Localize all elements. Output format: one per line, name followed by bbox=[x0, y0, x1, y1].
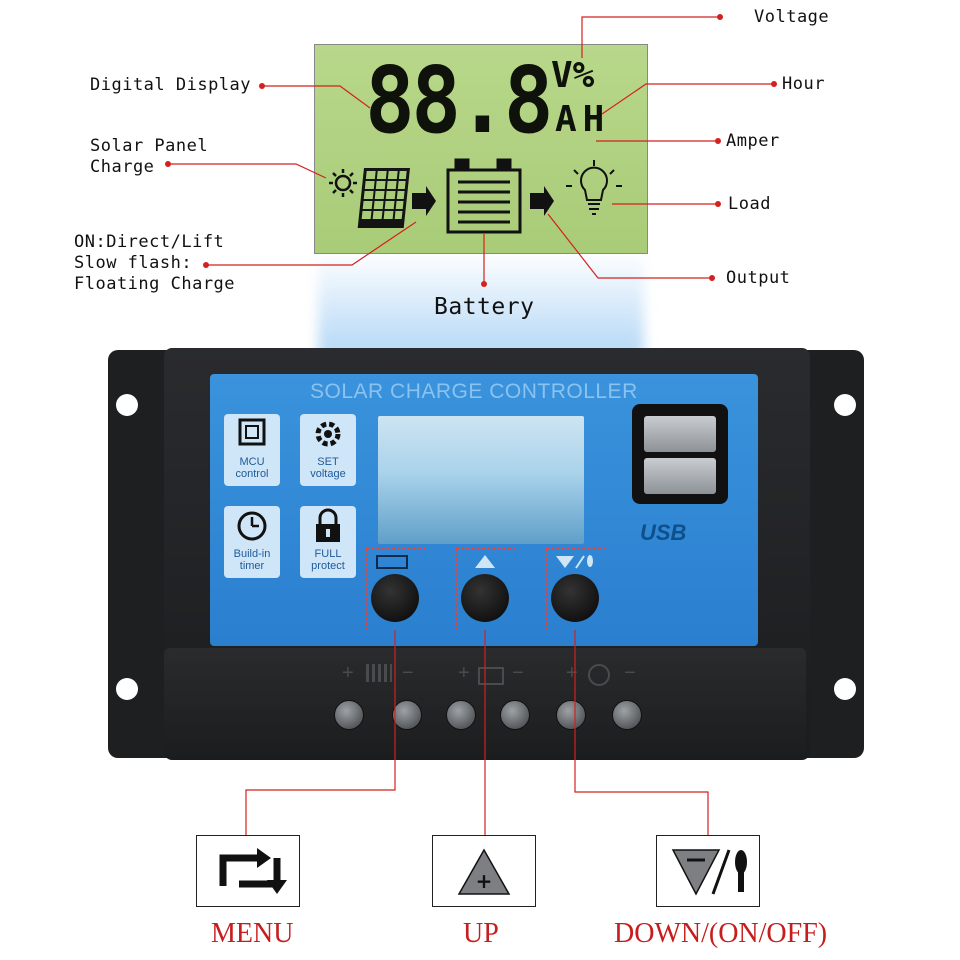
menu-leader bbox=[245, 630, 396, 835]
terminal-screw bbox=[612, 700, 642, 730]
solar-panel-charge-label: Solar Panel Charge bbox=[90, 136, 209, 177]
tile-set-voltage: SET voltage bbox=[300, 414, 356, 486]
battery-icon bbox=[446, 158, 522, 234]
usb-port-housing bbox=[632, 404, 728, 504]
load-terminal-icon bbox=[588, 664, 610, 686]
charge-status-leader bbox=[206, 221, 417, 266]
svg-text:+: + bbox=[476, 869, 493, 893]
usb-port[interactable] bbox=[644, 416, 716, 452]
terminal-screw bbox=[556, 700, 586, 730]
terminal-screw bbox=[334, 700, 364, 730]
lock-icon bbox=[316, 508, 340, 542]
menu-button-outline bbox=[366, 548, 426, 630]
down-button[interactable] bbox=[551, 574, 599, 622]
gear-icon bbox=[315, 421, 341, 447]
amper-label: Amper bbox=[726, 131, 780, 151]
menu-button-label: MENU bbox=[211, 918, 294, 949]
usb-label: USB bbox=[640, 520, 687, 545]
terminal-symbol: + bbox=[566, 662, 578, 684]
battery-terminal-icon bbox=[478, 667, 504, 685]
down-icon-box bbox=[656, 835, 760, 907]
up-icon-box: + bbox=[432, 835, 536, 907]
menu-icon-box bbox=[196, 835, 300, 907]
mounting-hole bbox=[834, 394, 856, 416]
terminal-symbol: + bbox=[458, 662, 470, 684]
voltage-label: Voltage bbox=[754, 7, 830, 27]
solar-panel-icon bbox=[357, 168, 410, 228]
up-button-outline bbox=[456, 548, 516, 630]
down-button-outline bbox=[546, 548, 606, 630]
down-button-label: DOWN/(ON/OFF) bbox=[614, 918, 828, 949]
panel-title: SOLAR CHARGE CONTROLLER bbox=[310, 380, 638, 403]
tile-label: SET voltage bbox=[310, 456, 346, 480]
tile-build-in-timer: Build-in timer bbox=[224, 506, 280, 578]
tile-full-protect: FULL protect bbox=[300, 506, 356, 578]
chip-icon bbox=[238, 418, 266, 446]
tile-label: FULL protect bbox=[311, 548, 345, 572]
up-button[interactable] bbox=[461, 574, 509, 622]
lcd-digits: 88.8 bbox=[365, 47, 554, 154]
hour-label: Hour bbox=[782, 74, 825, 94]
lcd-unit-top: V% bbox=[551, 55, 595, 96]
tile-mcu-control: MCU control bbox=[224, 414, 280, 486]
menu-cycle-icon bbox=[219, 848, 287, 894]
usb-port[interactable] bbox=[644, 458, 716, 494]
bulb-icon bbox=[566, 160, 622, 215]
digital-display-label: Digital Display bbox=[90, 75, 252, 95]
output-label: Output bbox=[726, 268, 791, 288]
terminal-symbol: − bbox=[512, 662, 524, 684]
up-symbol-icon bbox=[475, 555, 495, 568]
terminal-screw bbox=[446, 700, 476, 730]
output-arrow-icon bbox=[530, 186, 554, 216]
down-leader bbox=[574, 630, 709, 835]
charge-status-label: ON:Direct/Lift Slow flash: Floating Char… bbox=[74, 232, 236, 294]
solar-charge-leader bbox=[168, 163, 327, 179]
battery-label: Battery bbox=[434, 294, 535, 320]
charge-arrow-icon bbox=[412, 186, 436, 216]
tile-label: Build-in timer bbox=[233, 548, 271, 572]
terminal-symbol: + bbox=[342, 662, 354, 684]
solar-terminal-icon bbox=[366, 664, 392, 682]
load-label: Load bbox=[728, 194, 771, 214]
mounting-hole bbox=[116, 394, 138, 416]
mounting-hole bbox=[834, 678, 856, 700]
lcd-unit-bottom: AH bbox=[555, 99, 611, 140]
output-leader bbox=[547, 213, 712, 279]
tile-label: MCU control bbox=[235, 456, 269, 480]
device-lcd-screen bbox=[378, 416, 584, 544]
clock-icon bbox=[237, 511, 267, 541]
hour-leader bbox=[601, 83, 774, 115]
terminal-screw bbox=[500, 700, 530, 730]
down-symbol-icon bbox=[556, 556, 574, 568]
terminal-screw bbox=[392, 700, 422, 730]
menu-symbol-icon bbox=[376, 555, 408, 569]
mounting-hole bbox=[116, 678, 138, 700]
voltage-leader bbox=[581, 16, 720, 58]
down-minus-on-off-icon bbox=[671, 849, 747, 896]
menu-button[interactable] bbox=[371, 574, 419, 622]
up-button-label: UP bbox=[463, 918, 499, 949]
terminal-symbol: − bbox=[402, 662, 414, 684]
up-plus-icon: + bbox=[457, 848, 511, 895]
sun-icon bbox=[329, 169, 357, 197]
terminal-symbol: − bbox=[624, 662, 636, 684]
digital-display-leader bbox=[262, 85, 371, 109]
